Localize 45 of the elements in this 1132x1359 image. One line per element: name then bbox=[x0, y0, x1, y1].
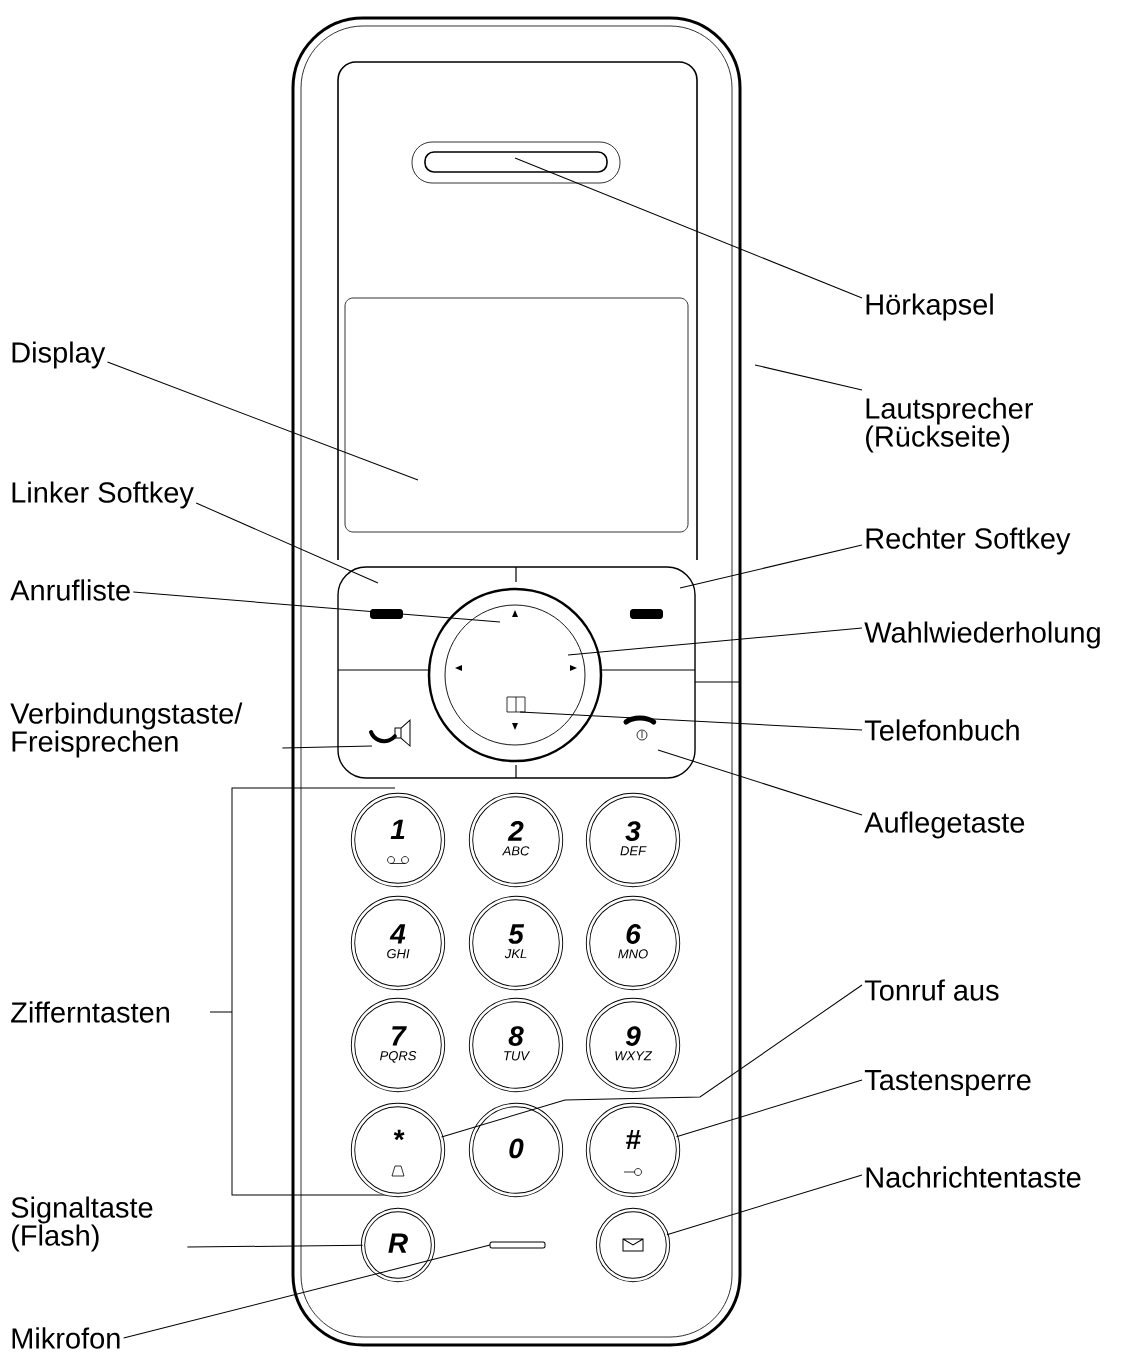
key-button: 6 MNO bbox=[585, 895, 681, 991]
leader-line bbox=[679, 544, 863, 589]
callout-label: Auflegetaste bbox=[864, 811, 1025, 839]
key-button: * bbox=[350, 1102, 446, 1198]
leader-line bbox=[519, 711, 863, 731]
callout-label: Tastensperre bbox=[864, 1070, 1031, 1096]
leader-line bbox=[675, 1079, 863, 1138]
key-button: 4 GHI bbox=[350, 895, 446, 991]
key-button: 7 PQRS bbox=[350, 997, 446, 1093]
key-button: 9 WXYZ bbox=[585, 997, 681, 1093]
key-button: R bbox=[360, 1207, 436, 1283]
leader-line bbox=[123, 1244, 491, 1339]
leader-line bbox=[567, 627, 863, 656]
leader-line bbox=[657, 749, 863, 816]
callout-label: Hörkapsel bbox=[866, 293, 993, 321]
key-button: 1 bbox=[350, 792, 446, 888]
key-button: 5 JKL bbox=[468, 895, 564, 991]
leader-line bbox=[132, 591, 501, 623]
callout-label: Nachrichtentaste bbox=[866, 1166, 1081, 1188]
leader-line bbox=[281, 745, 373, 749]
leader-line bbox=[186, 1244, 364, 1248]
callout-label: Signaltaste (Flash) bbox=[11, 1196, 153, 1252]
leader-line bbox=[754, 364, 863, 391]
callout-label: Linker Softkey bbox=[12, 481, 194, 509]
key-button: # bbox=[585, 1102, 681, 1198]
callout-label: Rechter Softkey bbox=[866, 527, 1071, 555]
callout-label: Telefonbuch bbox=[864, 719, 1019, 741]
callout-label: Mikrofon bbox=[12, 1327, 120, 1349]
key-button: 2 ABC bbox=[468, 792, 564, 888]
message-key bbox=[595, 1207, 671, 1283]
leader-line bbox=[514, 157, 863, 299]
callout-label: Zifferntasten bbox=[11, 1001, 169, 1023]
leader-line bbox=[441, 984, 863, 1138]
leader-line bbox=[107, 361, 419, 481]
callout-label: Anrufliste bbox=[10, 579, 130, 601]
leader-line bbox=[666, 1174, 863, 1236]
key-button: 8 TUV bbox=[468, 997, 564, 1093]
callout-label: Lautsprecher (Rückseite) bbox=[866, 397, 1033, 453]
callout-label: Display bbox=[12, 341, 106, 369]
callout-label: Tonruf aus bbox=[864, 979, 999, 1001]
leader-line bbox=[195, 502, 379, 584]
callout-label: Wahlwiederholung bbox=[864, 621, 1100, 649]
key-button: 3 DEF bbox=[585, 792, 681, 888]
key-button: 0 bbox=[468, 1102, 564, 1198]
callout-label: Verbindungstaste/ Freisprechen bbox=[10, 702, 243, 758]
